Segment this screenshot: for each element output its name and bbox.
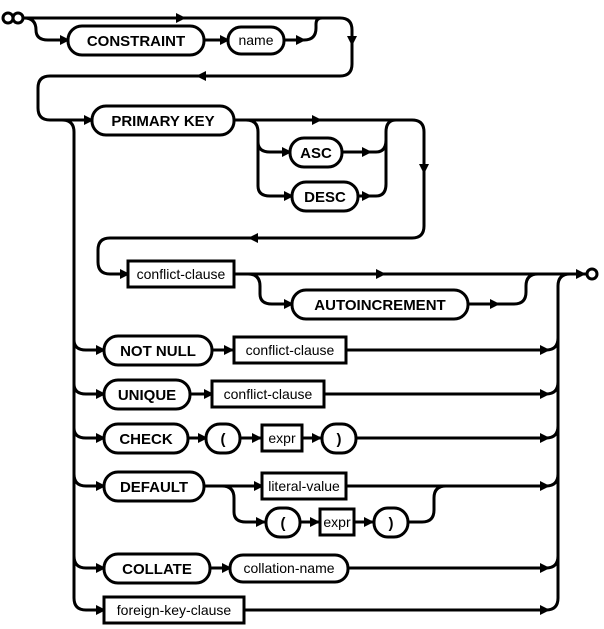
arrow-right <box>540 389 550 399</box>
keyword-close-paren: ) <box>372 506 410 539</box>
arrow-right <box>282 147 292 157</box>
arrow-right <box>84 115 94 125</box>
arrow-right <box>252 433 262 443</box>
keyword-desc: DESC <box>290 180 360 213</box>
ref-foreign-key-clause-label: foreign-key-clause <box>117 602 232 618</box>
arrow-right <box>362 147 372 157</box>
ref-expr: expr <box>318 507 356 537</box>
arrow-right <box>198 433 208 443</box>
collation-name-term: collation-name <box>228 553 350 584</box>
arrow-right <box>96 389 106 399</box>
keyword-close-paren-label: ) <box>389 515 394 532</box>
arrow-right <box>296 35 306 45</box>
arrow-right <box>540 481 550 491</box>
ref-conflict-clause: conflict-clause <box>126 259 236 289</box>
keyword-primary-key: PRIMARY KEY <box>90 104 236 137</box>
ref-foreign-key-clause: foreign-key-clause <box>102 595 246 625</box>
arrow-right <box>96 481 106 491</box>
arrow-right <box>312 433 322 443</box>
ref-conflict-clause: conflict-clause <box>210 379 326 409</box>
keyword-default-label: DEFAULT <box>120 479 188 496</box>
keyword-check: CHECK <box>102 422 190 455</box>
arrow-right <box>96 605 106 615</box>
arrow-down <box>419 164 429 174</box>
keyword-not-null-label: NOT NULL <box>120 343 196 360</box>
ref-conflict-clause-label: conflict-clause <box>224 386 313 402</box>
arrow-right <box>310 517 320 527</box>
keyword-asc-label: ASC <box>300 145 332 162</box>
keyword-default: DEFAULT <box>102 470 206 503</box>
diagram-arrowheads <box>60 13 586 615</box>
ref-expr: expr <box>260 423 304 453</box>
arrow-right <box>540 605 550 615</box>
arrow-right <box>284 299 294 309</box>
keyword-open-paren-label: ( <box>281 515 286 532</box>
ref-conflict-clause: conflict-clause <box>232 335 348 365</box>
start-marker <box>1 11 25 25</box>
keyword-unique-label: UNIQUE <box>118 387 176 404</box>
arrow-right <box>222 563 232 573</box>
keyword-collate: COLLATE <box>102 552 212 585</box>
arrow-right <box>376 269 386 279</box>
arrow-down <box>347 36 357 46</box>
keyword-close-paren-label: ) <box>337 431 342 448</box>
arrow-right <box>364 517 374 527</box>
keyword-close-paren: ) <box>320 422 358 455</box>
ref-conflict-clause-label: conflict-clause <box>137 266 226 282</box>
keyword-not-null: NOT NULL <box>102 334 214 367</box>
keyword-open-paren-label: ( <box>221 431 226 448</box>
arrow-right <box>96 345 106 355</box>
name-term: name <box>226 25 286 56</box>
arrow-right <box>362 191 372 201</box>
arrow-right <box>120 269 130 279</box>
arrow-right <box>224 345 234 355</box>
arrow-right <box>254 481 264 491</box>
keyword-unique: UNIQUE <box>102 378 192 411</box>
ref-expr-label: expr <box>323 514 351 530</box>
arrow-right <box>284 191 294 201</box>
end-marker <box>585 267 599 281</box>
keyword-desc-label: DESC <box>304 189 346 206</box>
arrow-right <box>576 269 586 279</box>
arrow-left <box>196 71 206 81</box>
arrow-right <box>540 345 550 355</box>
keyword-primary-key-label: PRIMARY KEY <box>111 113 214 130</box>
keyword-constraint-label: CONSTRAINT <box>87 33 185 50</box>
arrow-right <box>256 517 266 527</box>
arrow-right <box>96 433 106 443</box>
arrow-right <box>540 433 550 443</box>
arrow-right <box>176 13 186 23</box>
keyword-autoincrement: AUTOINCREMENT <box>290 288 470 321</box>
keyword-asc: ASC <box>288 136 344 169</box>
arrow-right <box>490 299 500 309</box>
arrow-right <box>312 115 322 125</box>
arrow-right <box>204 389 214 399</box>
keyword-open-paren: ( <box>204 422 242 455</box>
keyword-check-label: CHECK <box>119 431 173 448</box>
arrow-right <box>540 563 550 573</box>
keyword-autoincrement-label: AUTOINCREMENT <box>314 297 445 314</box>
arrow-right <box>60 35 70 45</box>
arrow-right <box>96 563 106 573</box>
ref-literal-value: literal-value <box>260 471 348 501</box>
keyword-constraint: CONSTRAINT <box>66 24 206 57</box>
name-term-label: name <box>238 32 273 48</box>
arrow-right <box>220 35 230 45</box>
keyword-collate-label: COLLATE <box>122 561 192 578</box>
keyword-open-paren: ( <box>264 506 302 539</box>
ref-literal-value-label: literal-value <box>268 478 340 494</box>
arrow-left <box>248 233 258 243</box>
collation-name-term-label: collation-name <box>243 560 334 576</box>
ref-conflict-clause-label: conflict-clause <box>246 342 335 358</box>
ref-expr-label: expr <box>268 430 296 446</box>
